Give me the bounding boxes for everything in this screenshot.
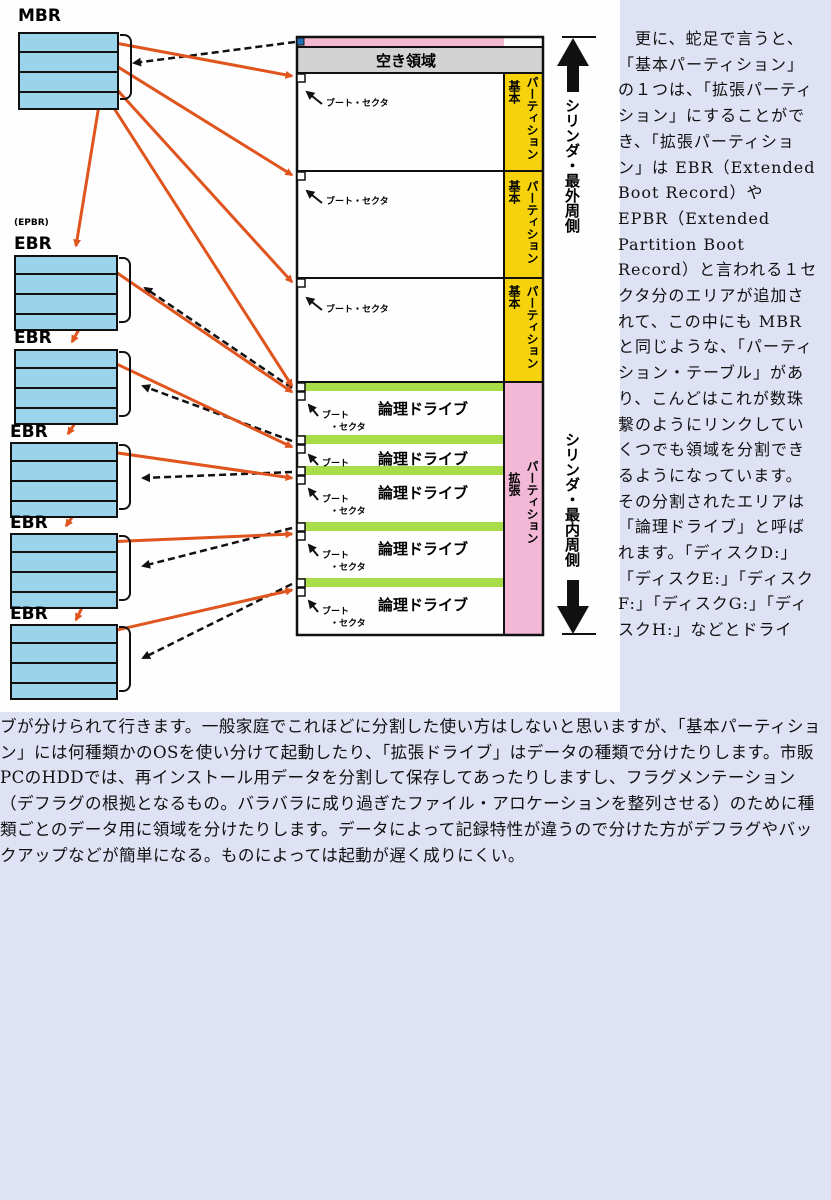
logical-drive-bar-2 [298, 435, 504, 444]
boot-sector-square [296, 391, 306, 401]
extended-partition-label-a: 拡張 [507, 472, 521, 496]
ebr-label-5: EBR [10, 604, 48, 624]
basic-partition-label-1b: パーティション [525, 76, 539, 160]
mbr-sector-square [296, 37, 305, 46]
ebr-sector-square [296, 466, 306, 476]
basic-partition-1-color [504, 73, 542, 171]
mbr-top-sector [298, 38, 504, 47]
mbr-label: MBR [18, 6, 61, 26]
ebr3-logical-arrow [103, 449, 294, 482]
boot-sector-square [296, 531, 306, 541]
boot-sector-label-l1: ブート [322, 411, 350, 421]
boot-sector-label-l2: ・セクタ [330, 507, 366, 517]
boot-sector-label: ブート・セクタ [326, 197, 389, 207]
cylinder-outer-label: シリンダ・最外周側 [563, 98, 581, 233]
basic-partition-label-1a: 基本 [507, 80, 521, 104]
disk-column-outline [295, 35, 545, 637]
logical-drive-label-5: 論理ドライブ [378, 596, 469, 614]
ebr1-logical-arrow [103, 262, 294, 394]
ebr-record-2 [14, 349, 118, 425]
logical-drive-label-3: 論理ドライブ [378, 484, 469, 502]
side-paragraph: 更に、蛇足で言うと、「基本パーティション」の１つは、「拡張パーティション」にする… [618, 29, 818, 640]
cylinder-inner-label: シリンダ・最内周側 [563, 432, 581, 567]
mbr-entry2-arrow [109, 60, 294, 177]
epbr-label: (EPBR) [14, 218, 49, 228]
basic-partition-label-3a: 基本 [507, 285, 521, 309]
ebr-label-1: EBR [14, 234, 52, 254]
boot-sector-label-short: ブート [322, 459, 350, 469]
boot-sector-label-l1: ブート [322, 495, 350, 505]
outer-arrow-up [557, 38, 589, 92]
ebr4-logical-arrow [103, 530, 294, 544]
boot-sector-label-l1: ブート [322, 607, 350, 617]
mbr-entry3-arrow [108, 80, 294, 284]
dashed-link-ebr2 [141, 384, 293, 443]
logical-drive-bar-4 [298, 522, 504, 531]
ebr-bracket-5 [119, 626, 131, 692]
logical-drive-bar-3 [298, 466, 504, 475]
boot-sector-square [296, 171, 306, 181]
mbr-entry1-arrow [109, 40, 294, 79]
free-space-band [298, 47, 542, 73]
ebr-record-5 [10, 624, 118, 700]
ebr-record-3 [10, 442, 118, 518]
basic-partition-label-3b: パーティション [525, 285, 539, 369]
logical-drive-label-1: 論理ドライブ [378, 400, 469, 418]
ebr-record-1 [14, 255, 118, 331]
inner-arrow-down [557, 580, 589, 634]
ebr-sector-square [296, 522, 306, 532]
logical-drive-bar-5 [298, 578, 504, 587]
ebr5-logical-arrow [103, 587, 294, 635]
ebr-sector-square [296, 578, 306, 588]
dashed-link-mbr [132, 40, 296, 67]
diagram-graphics [64, 35, 596, 660]
mbr-record [18, 32, 119, 110]
basic-partition-2-color [504, 171, 542, 278]
extended-partition-color [504, 382, 542, 634]
ebr-sector-square [296, 435, 306, 445]
boot-sector-square [296, 444, 306, 454]
boot-sector-square [296, 73, 306, 83]
ebr-label-4: EBR [10, 513, 48, 533]
boot-sector-label: ブート・セクタ [326, 305, 389, 315]
mbr-bracket [120, 34, 132, 100]
logical-drive-label-4: 論理ドライブ [378, 540, 469, 558]
basic-partition-label-2b: パーティション [525, 180, 539, 264]
boot-sector-square [296, 278, 306, 288]
ebr-bracket-2 [119, 351, 131, 417]
ebr-label-2: EBR [14, 328, 52, 348]
boot-sector-square [296, 587, 306, 597]
boot-sector-label: ブート・セクタ [326, 99, 389, 109]
boot-sector-label-l2: ・セクタ [330, 423, 366, 433]
ebr-bracket-4 [119, 535, 131, 601]
basic-partition-label-2a: 基本 [507, 180, 521, 204]
ebr-sector-square [296, 382, 306, 392]
ebr-bracket-1 [119, 257, 131, 323]
boot-sector-label-l1: ブート [322, 551, 350, 561]
ebr-record-4 [10, 533, 118, 609]
ebr-bracket-3 [119, 444, 131, 510]
boot-sector-square [296, 475, 306, 485]
boot-sector-label-l2: ・セクタ [330, 563, 366, 573]
partition-diagram: MBR (EPBR) EBR EBR EBR EBR EBR 空き領域 ブート・… [0, 0, 620, 712]
basic-partition-3-color [504, 278, 542, 382]
dashed-link-ebr1 [143, 286, 293, 390]
ebr-label-3: EBR [10, 422, 48, 442]
logical-drive-label-2: 論理ドライブ [378, 450, 469, 468]
bottom-paragraph: ブが分けられて行きます。一般家庭でこれほどに分割した使い方はしないと思いますが、… [0, 717, 821, 865]
extended-partition-label-b: パーティション [525, 460, 539, 544]
ebr2-logical-arrow [103, 356, 294, 449]
logical-drive-bar-1 [298, 382, 504, 391]
boot-sector-label-l2: ・セクタ [330, 619, 366, 629]
free-space-label: 空き領域 [376, 52, 437, 70]
mbr-entry4-arrow [108, 101, 294, 388]
